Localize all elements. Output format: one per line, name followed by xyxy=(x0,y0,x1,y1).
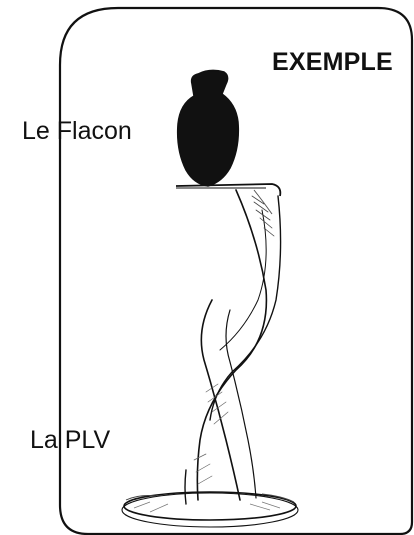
flacon-label: Le Flacon xyxy=(22,117,132,146)
rounded-border-frame xyxy=(60,8,412,534)
perfume-bottle-sketch xyxy=(178,70,239,186)
display-base xyxy=(122,492,298,527)
example-title: EXEMPLE xyxy=(272,48,393,77)
twisted-ribbon-stand xyxy=(185,190,281,504)
plv-label: La PLV xyxy=(30,426,110,455)
